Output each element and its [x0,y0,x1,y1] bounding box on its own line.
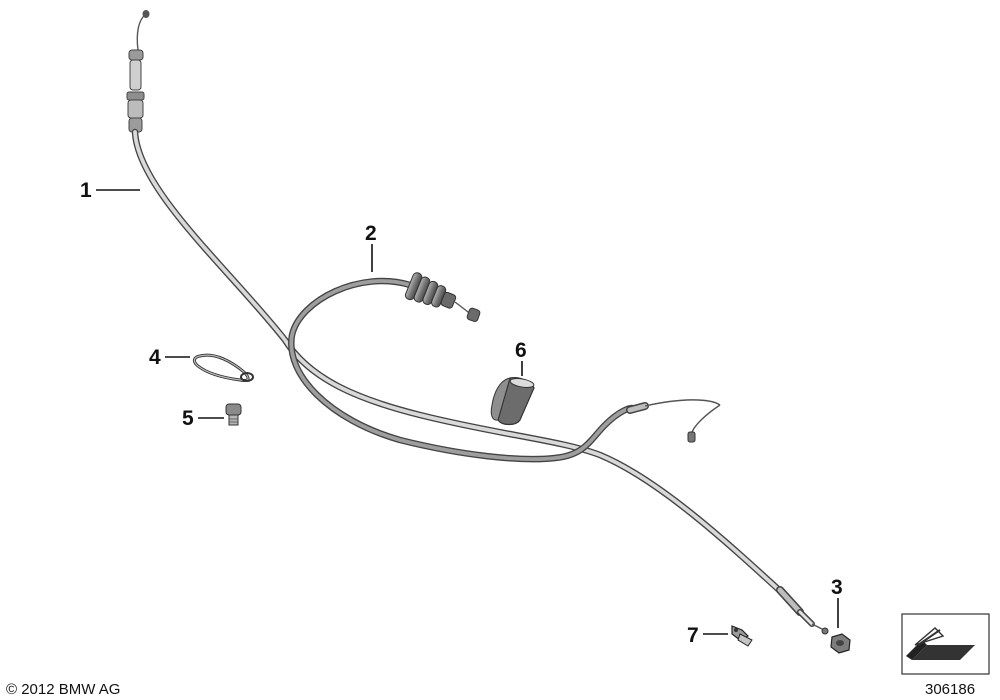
image-number: 306186 [925,681,975,698]
cable-clip [192,353,254,382]
callout-4: 4 [149,346,161,369]
callout-1: 1 [80,179,92,202]
callout-7: 7 [687,624,699,647]
nut [830,633,851,654]
callout-6: 6 [515,339,527,362]
copyright-text: © 2012 BMW AG [6,681,120,698]
screw [225,403,242,426]
callout-3: 3 [831,576,843,599]
clamp-ring [490,377,535,426]
cable-1 [126,10,829,635]
callout-2: 2 [365,222,377,245]
small-clip [731,625,753,647]
callout-5: 5 [182,407,194,430]
cable-2 [288,272,721,463]
orientation-arrow-icon [901,613,990,675]
